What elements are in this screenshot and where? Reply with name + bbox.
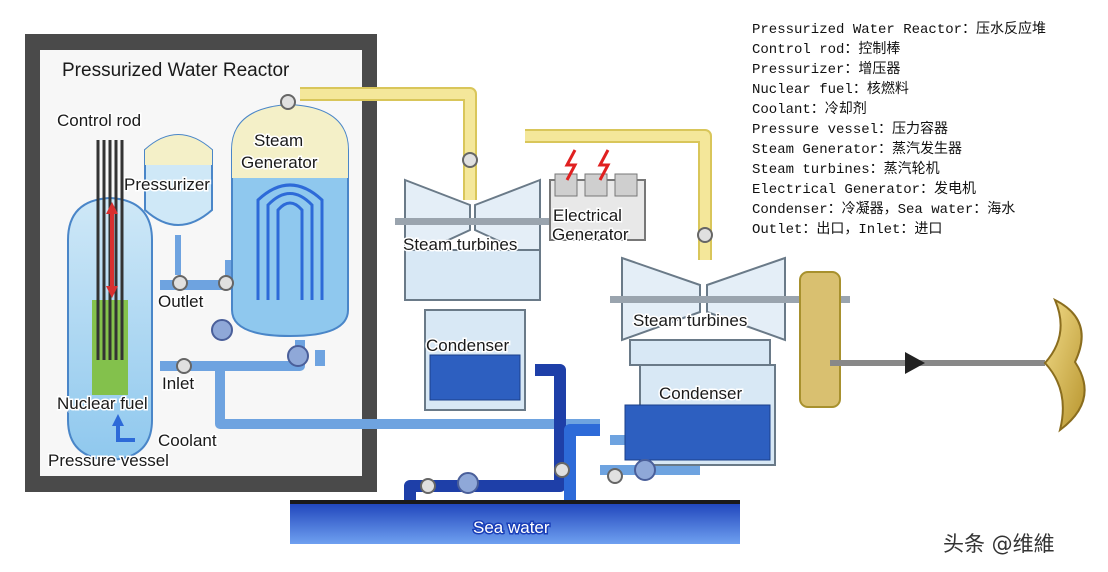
legend-item: Steam Generator：蒸汽发生器 <box>752 142 963 158</box>
label-inlet: Inlet <box>162 374 194 393</box>
legend-item: Condenser：冷凝器，Sea water：海水 <box>752 202 1016 218</box>
legend-item: Nuclear fuel：核燃料 <box>752 82 909 98</box>
label-outlet: Outlet <box>158 292 204 311</box>
label-condenser-2: Condenser <box>659 384 743 403</box>
control-rod-arrow <box>106 202 118 298</box>
valve-icon <box>172 275 188 291</box>
pressurizer <box>144 134 213 275</box>
label-steam-generator-line1: Steam <box>254 131 303 150</box>
control-rods <box>96 140 124 360</box>
watermark: 头条 @维維 <box>943 532 1055 556</box>
label-electrical-generator-line1: Electrical <box>553 206 622 225</box>
label-steam-turbines-1: Steam turbines <box>403 235 517 254</box>
label-steam-turbines-2: Steam turbines <box>633 311 747 330</box>
electrical-generator <box>549 149 646 241</box>
valve-icon <box>462 152 478 168</box>
valve-icon <box>218 275 234 291</box>
valve-icons <box>172 94 713 494</box>
condenser-2 <box>624 364 776 466</box>
sea-water <box>290 500 740 544</box>
condenser-1 <box>424 309 526 411</box>
label-coolant: Coolant <box>158 431 217 450</box>
valve-icon <box>554 462 570 478</box>
valve-icon <box>420 478 436 494</box>
steam-generator <box>231 103 349 338</box>
coolant-flow-arrow <box>116 420 135 442</box>
valve-icon <box>607 468 623 484</box>
steam-turbine-2 <box>610 256 850 366</box>
propeller-drive <box>799 271 1086 433</box>
pump-icon <box>287 345 309 367</box>
spark-icon <box>597 149 611 181</box>
legend-item: Pressurizer：增压器 <box>752 62 901 78</box>
label-electrical-generator-line2: Generator <box>552 225 629 244</box>
pump-icon <box>211 319 233 341</box>
legend-item: Coolant：冷却剂 <box>752 102 867 118</box>
pump-icon <box>634 459 656 481</box>
spark-icon <box>564 149 578 181</box>
legend-item: Control rod：控制棒 <box>752 42 901 58</box>
valve-icon <box>176 358 192 374</box>
label-sea-water: Sea water <box>473 518 550 537</box>
label-pressure-vessel: Pressure vessel <box>48 451 169 470</box>
diagram-title: Pressurized Water Reactor <box>62 60 290 81</box>
legend-item: Pressurized Water Reactor：压水反应堆 <box>752 22 1047 38</box>
legend-item: Steam turbines：蒸汽轮机 <box>752 162 940 178</box>
pump-icon <box>457 472 479 494</box>
label-steam-generator-line2: Generator <box>241 153 318 172</box>
steam-turbine-1 <box>395 178 555 301</box>
legend-item: Pressure vessel：压力容器 <box>752 122 949 138</box>
legend-item: Outlet：出口，Inlet：进口 <box>752 222 943 238</box>
label-pressurizer: Pressurizer <box>124 175 210 194</box>
valve-icon <box>280 94 296 110</box>
label-nuclear-fuel: Nuclear fuel <box>57 394 148 413</box>
legend-item: Electrical Generator：发电机 <box>752 182 977 198</box>
translation-legend: Pressurized Water Reactor：压水反应堆 Control … <box>752 20 1102 240</box>
pump-icons <box>211 319 656 494</box>
label-control-rod: Control rod <box>57 111 141 130</box>
label-condenser-1: Condenser <box>426 336 510 355</box>
valve-icon <box>697 227 713 243</box>
